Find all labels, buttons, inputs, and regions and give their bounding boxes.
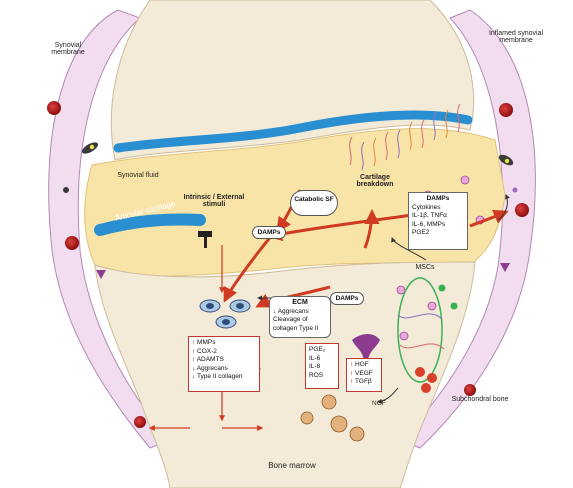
chondrocytes	[199, 299, 251, 329]
mediator-box-line: PGE₂	[309, 346, 326, 353]
mediator-box-line: IL-8	[309, 363, 321, 371]
bone-marrow-cells	[300, 394, 365, 442]
synovial-cells	[63, 142, 518, 279]
ecm-box-title: ECM	[292, 299, 308, 306]
chondrocyte-box-line: ↑ COX-2	[192, 347, 217, 355]
bone-marrow-label: Bone marrow	[268, 461, 316, 470]
right-synovial-membrane	[399, 9, 536, 449]
synovial-membrane-label: Synovial membrane	[51, 42, 85, 56]
mediator-box: PGE₂ IL-6 IL-8 ROS	[305, 343, 339, 389]
ecm-box-line: Cleavage of collagen Type II	[273, 316, 319, 332]
chondrocyte-response-box: ↑ MMPs ↑ COX-2 ↑ ADAMTS ↓ Aggrecans ↓ Ty…	[188, 336, 260, 392]
catabolic-sf-label: Catabolic SF	[290, 190, 338, 216]
damps-center-label: DAMPs	[252, 226, 286, 239]
intrinsic-external-stimuli-label: Intrinsic / External stimuli	[183, 194, 245, 208]
chondrocyte-box-line: ↑ ADAMTS	[192, 356, 224, 364]
ecm-box: ECM ↓ Aggrecans Cleavage of collagen Typ…	[269, 296, 331, 338]
cartilage-fibers	[349, 103, 461, 171]
signal-arrows-thin	[148, 245, 264, 431]
synovial-fluid-label: Synovial fluid	[117, 172, 159, 179]
growth-box-line: ↑ TGFβ	[350, 378, 372, 386]
chondrocyte-box-line: ↓ Type II collagen	[192, 373, 243, 381]
cartilage-breakdown-label: Cartilage breakdown	[356, 174, 394, 188]
ecm-box-line: ↓ Aggrecans	[273, 307, 309, 315]
subchondral-vessels	[397, 277, 458, 393]
damps-box: DAMPs Cytokines IL-1β, TNFα IL-6, MMPs P…	[408, 192, 468, 250]
mscs-label: MSCs	[415, 264, 435, 271]
subchondral-bone-label: Subchondral bone	[451, 396, 509, 403]
osteoclast-cell	[352, 334, 380, 360]
damps-box-line: IL-1β, TNFα	[412, 212, 447, 220]
upper-cartilage	[113, 110, 473, 153]
damps-box-line: IL-6, MMPs	[412, 220, 446, 228]
mediator-box-line: IL-6	[309, 354, 321, 362]
blood-vessels	[47, 101, 529, 428]
damps-ecm-label: DAMPs	[330, 292, 364, 305]
inflamed-synovial-membrane-label: Inflamed synovial membrane	[488, 30, 544, 44]
lower-bone	[94, 261, 476, 488]
chondrocyte-box-line: ↓ Aggrecans	[192, 364, 228, 372]
damps-box-line: PGE2	[412, 229, 430, 237]
stimuli-hammer-icon	[198, 231, 212, 248]
damps-box-line: Cytokines	[412, 203, 441, 211]
chondrocyte-box-line: ↑ MMPs	[192, 339, 216, 346]
lower-cartilage	[94, 213, 206, 236]
ngf-label: NGF	[372, 400, 386, 407]
growth-box-line: ↑ VEGF	[350, 369, 373, 377]
mediator-box-line: ROS	[309, 371, 324, 379]
growth-box-line: ↑ HGF	[350, 361, 369, 368]
damps-box-title: DAMPs	[426, 195, 450, 202]
growth-factor-box: ↑ HGF ↑ VEGF ↑ TGFβ	[346, 358, 382, 392]
